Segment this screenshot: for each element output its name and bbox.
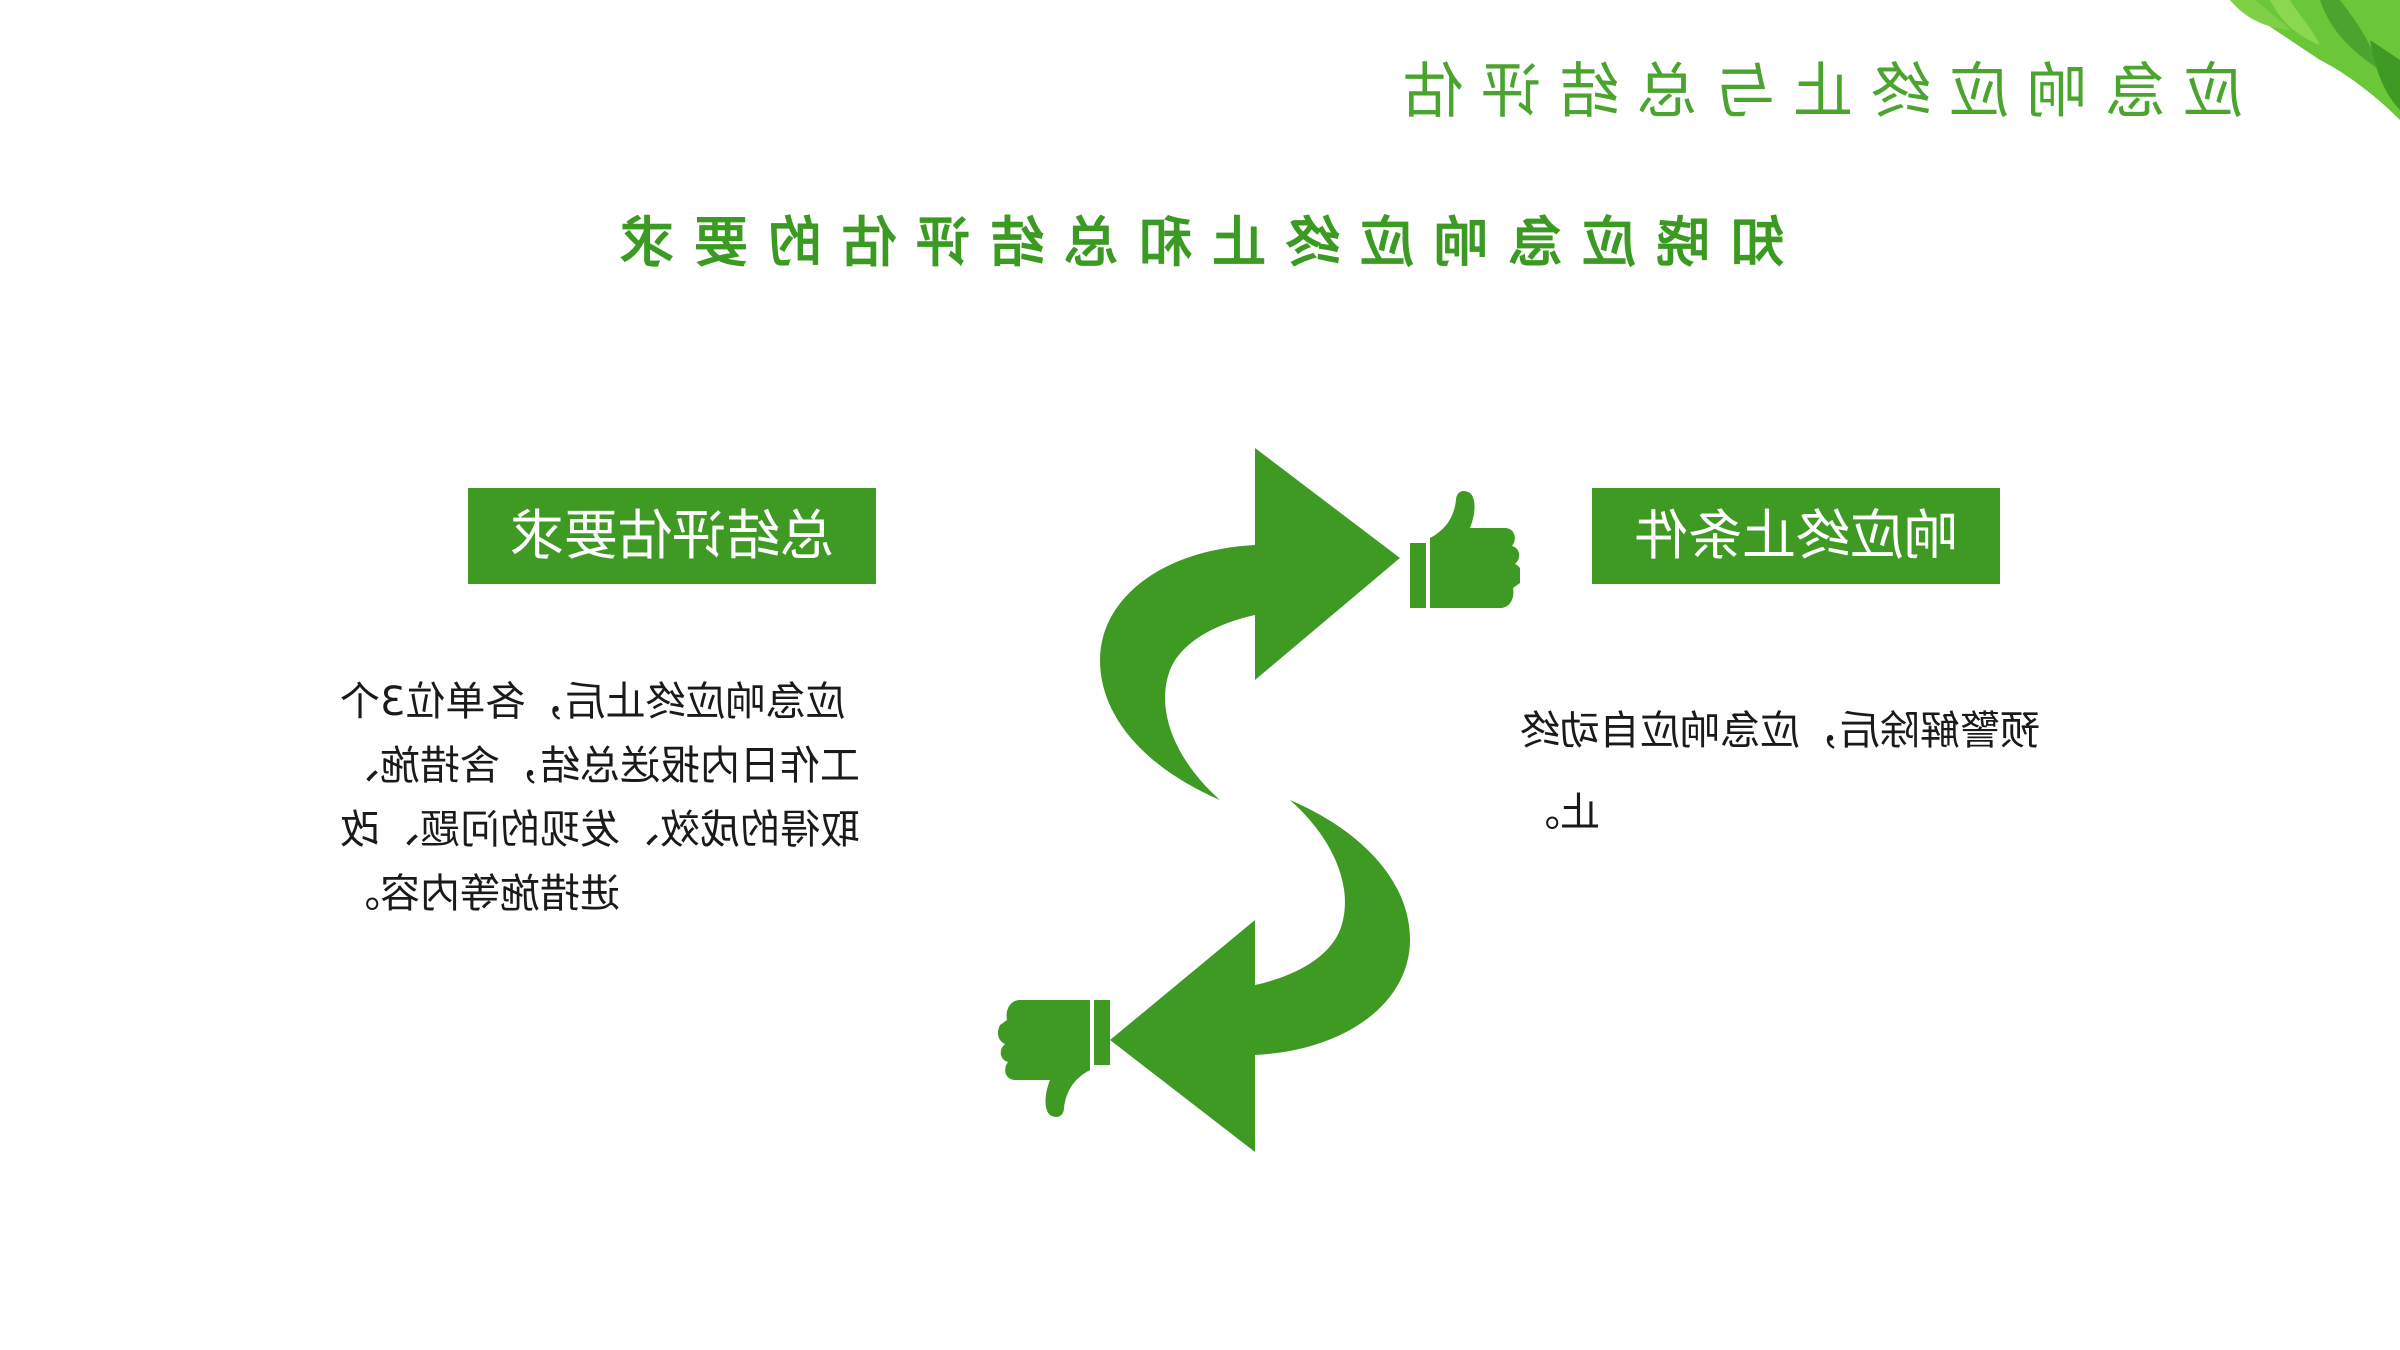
thumbs-up-icon [1410, 491, 1520, 608]
text-line: 止。 [1520, 790, 1600, 836]
thumbs-down-icon [997, 1000, 1110, 1118]
text-line: 应急响应终止后，各单位3个 [340, 679, 846, 725]
termination-conditions-label: 响应终止条件 [1592, 488, 2000, 584]
text-line: 工作日内报送总结，含措施、 [340, 743, 860, 789]
text-line: 预警解除后，应急响应自动终 [1520, 708, 2040, 754]
summary-requirements-text: 应急响应终止后，各单位3个 工作日内报送总结，含措施、 取得的成效、发现的问题、… [340, 670, 940, 926]
termination-conditions-text: 预警解除后，应急响应自动终 止。 [1520, 690, 2120, 854]
summary-requirements-label: 总结评估要求 [468, 488, 876, 584]
text-line: 取得的成效、发现的问题、改 [340, 807, 860, 853]
text-line: 进措施等内容。 [340, 871, 620, 917]
page-subtitle: 知晓应急响应终止和总结评估的要求 [600, 211, 1784, 274]
s-curve-arrow-icon [997, 448, 1520, 1152]
page-title: 应急响应终止与总结评估 [1385, 57, 2243, 127]
leaves-decoration [2230, 0, 2400, 120]
